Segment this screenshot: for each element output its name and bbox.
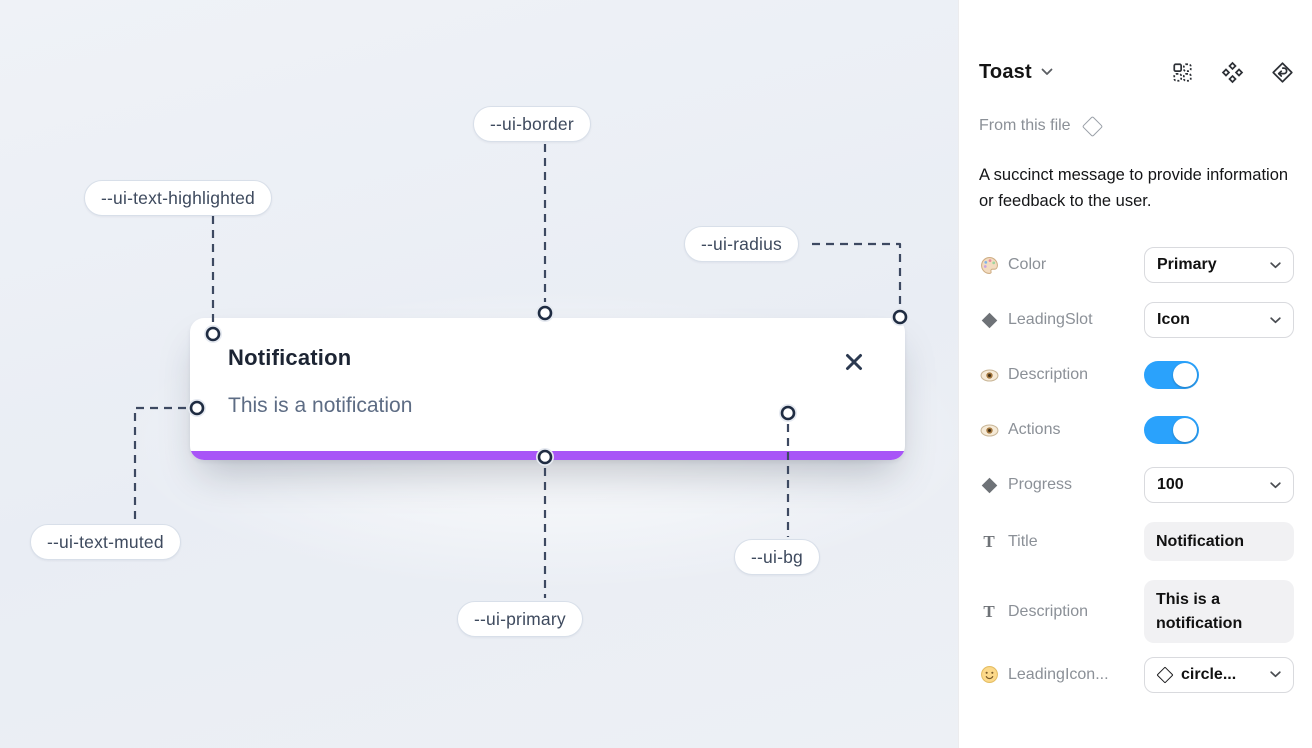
palette-icon (979, 256, 999, 275)
property-label: Progress (1008, 476, 1073, 494)
chevron-down-icon (1270, 261, 1281, 268)
progress-dropdown[interactable]: 100 (1144, 467, 1294, 504)
actions-toggle[interactable] (1144, 416, 1199, 445)
dropdown-value: 100 (1157, 476, 1184, 494)
leadingslot-dropdown[interactable]: Icon (1144, 302, 1294, 339)
property-label: LeadingIcon... (1008, 665, 1109, 683)
design-canvas[interactable]: Notification This is a notification (0, 0, 958, 748)
property-label: Title (1008, 532, 1038, 550)
panel-title: Toast (979, 60, 1032, 83)
description-field[interactable]: This is a notification (1144, 580, 1294, 643)
eye-icon (979, 421, 999, 440)
toast-progress-bar (190, 451, 905, 460)
text-icon: T (983, 531, 995, 551)
property-row-description-toggle: Description (979, 357, 1294, 393)
annotation-pill-ui-border[interactable]: --ui-border (473, 106, 591, 142)
toast-title: Notification (228, 345, 352, 370)
diamond-outline-icon (1156, 666, 1174, 684)
text-icon: T (983, 601, 995, 621)
chevron-down-icon (1270, 671, 1281, 678)
close-icon[interactable] (843, 351, 865, 373)
eye-icon (979, 366, 999, 385)
dropdown-value: circle... (1181, 665, 1237, 683)
properties-panel: Toast (958, 0, 1312, 748)
property-label: Description (1008, 602, 1089, 620)
dropdown-value: Primary (1157, 256, 1217, 274)
source-row: From this file (979, 114, 1294, 138)
color-dropdown[interactable]: Primary (1144, 247, 1294, 284)
annotation-pill-ui-radius[interactable]: --ui-radius (684, 226, 799, 262)
chevron-down-icon (1270, 481, 1281, 488)
property-row-leadingslot: LeadingSlot Icon (979, 302, 1294, 339)
toast-description: This is a notification (228, 394, 413, 417)
toggle-knob (1173, 418, 1197, 443)
chevron-down-icon (1041, 68, 1053, 75)
source-label: From this file (979, 117, 1071, 134)
component-description: A succinct message to provide informatio… (979, 166, 1289, 210)
diamond-icon (979, 312, 999, 328)
property-label: Description (1008, 366, 1089, 384)
property-row-actions-toggle: Actions (979, 412, 1294, 448)
go-to-main-component-icon[interactable] (1271, 61, 1294, 84)
smiley-icon (979, 665, 999, 684)
component-selector[interactable]: Toast (979, 61, 1053, 84)
property-label: Color (1008, 256, 1047, 274)
property-row-leadingicon: LeadingIcon... circle... (979, 656, 1294, 693)
connector-ui-text-muted (133, 406, 186, 522)
annotation-pill-ui-bg[interactable]: --ui-bg (734, 539, 820, 575)
leadingicon-dropdown[interactable]: circle... (1144, 656, 1294, 693)
property-row-title: T Title Notification (979, 522, 1294, 562)
title-field[interactable]: Notification (1144, 522, 1294, 562)
annotation-pill-ui-text-highlighted[interactable]: --ui-text-highlighted (84, 180, 272, 216)
property-row-description-text: T Description This is a notification (979, 580, 1294, 643)
property-list: Color Primary LeadingSlot Icon (979, 247, 1294, 693)
component-icon[interactable] (1221, 61, 1244, 84)
property-row-progress: Progress 100 (979, 467, 1294, 504)
panel-header: Toast (979, 57, 1294, 87)
property-label: Actions (1008, 421, 1061, 439)
dropdown-value: Icon (1157, 311, 1190, 329)
property-label: LeadingSlot (1008, 311, 1093, 329)
variant-grid-icon[interactable] (1171, 61, 1194, 84)
annotation-pill-ui-text-muted[interactable]: --ui-text-muted (30, 524, 181, 560)
connector-ui-radius (812, 242, 902, 306)
chevron-down-icon (1270, 316, 1281, 323)
toggle-knob (1173, 363, 1197, 388)
annotation-pill-ui-primary[interactable]: --ui-primary (457, 601, 583, 637)
toast-component[interactable]: Notification This is a notification (190, 318, 905, 460)
diamond-outline-icon (1081, 115, 1103, 137)
description-toggle[interactable] (1144, 361, 1199, 390)
diamond-icon (979, 477, 999, 493)
property-row-color: Color Primary (979, 247, 1294, 284)
